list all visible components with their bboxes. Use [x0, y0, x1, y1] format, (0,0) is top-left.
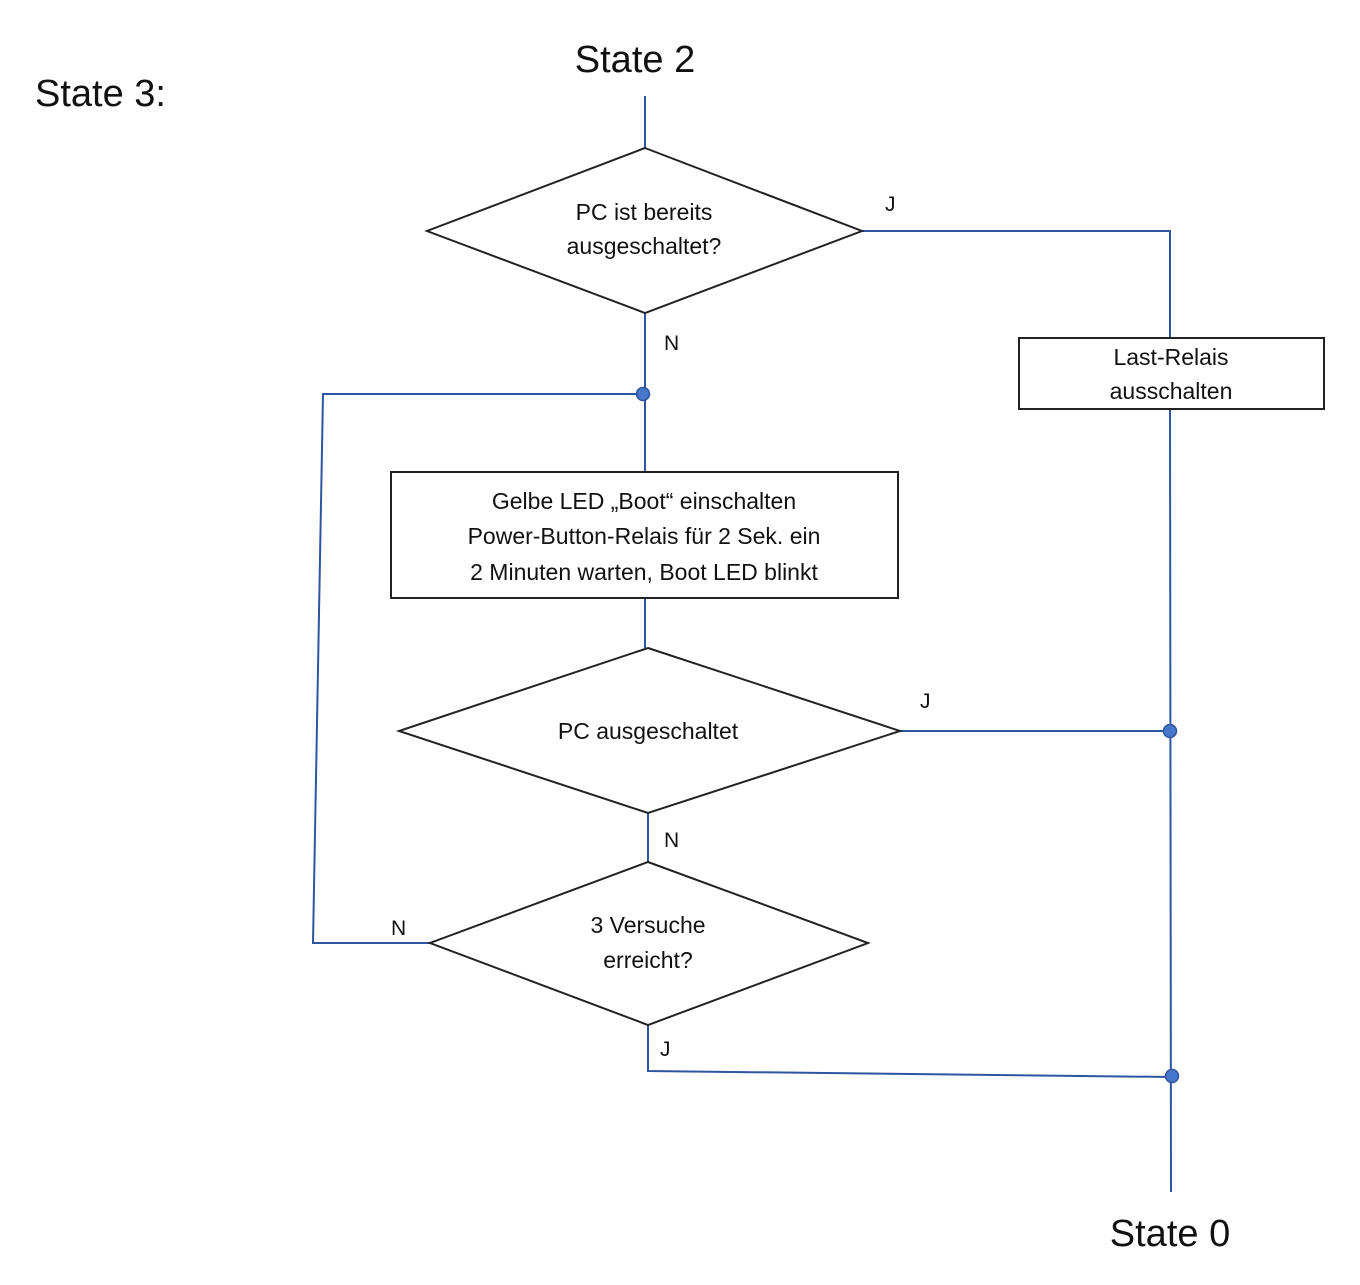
- process-text-line: ausschalten: [1110, 378, 1233, 404]
- decision-attempts-reached: 3 Versuche erreicht?: [427, 860, 871, 1027]
- branch-label-yes: J: [885, 193, 896, 216]
- process-text-line: Power-Button-Relais für 2 Sek. ein: [468, 523, 821, 549]
- process-text-line: 2 Minuten warten, Boot LED blinkt: [470, 559, 818, 585]
- process-box: [1018, 337, 1325, 410]
- decision-text-line: 3 Versuche: [590, 912, 705, 938]
- connector-retry-loop: [311, 393, 643, 944]
- diagram-heading: State 3:: [35, 73, 166, 115]
- junction-dot-decision2: [1162, 723, 1178, 739]
- decision-pc-off: PC ausgeschaltet: [395, 646, 904, 815]
- start-state-label: State 2: [575, 39, 695, 81]
- process-text-line: Last-Relais: [1113, 344, 1228, 370]
- junction-dot-loop: [635, 386, 651, 402]
- connector-decision1-yes: [862, 230, 1171, 338]
- decision-diamond: [424, 146, 865, 315]
- branch-label-no: N: [664, 332, 679, 355]
- connector-decision3-yes: [647, 1025, 1172, 1078]
- decision-text-line: ausgeschaltet?: [567, 233, 722, 259]
- process-boot-sequence: Gelbe LED „Boot“ einschalten Power-Butto…: [390, 471, 899, 599]
- decision-pc-already-off: PC ist bereits ausgeschaltet?: [424, 146, 865, 315]
- end-state-label: State 0: [1110, 1213, 1230, 1255]
- process-box: [390, 471, 899, 599]
- process-text-line: Gelbe LED „Boot“ einschalten: [492, 488, 796, 514]
- branch-label-yes: J: [920, 690, 931, 713]
- branch-label-no: N: [664, 829, 679, 852]
- decision-diamond: [427, 860, 871, 1027]
- branch-label-yes: J: [660, 1038, 671, 1061]
- decision-text-line: erreicht?: [603, 947, 692, 973]
- process-load-relay-off: Last-Relais ausschalten: [1018, 337, 1325, 410]
- decision-text-line: PC ist bereits: [576, 199, 713, 225]
- decision-text-line: PC ausgeschaltet: [558, 718, 739, 744]
- junction-dot-decision3: [1164, 1068, 1180, 1084]
- decision-diamond: [395, 646, 904, 815]
- branch-label-no: N: [391, 917, 406, 940]
- connector-right-trunk: [1169, 408, 1172, 1193]
